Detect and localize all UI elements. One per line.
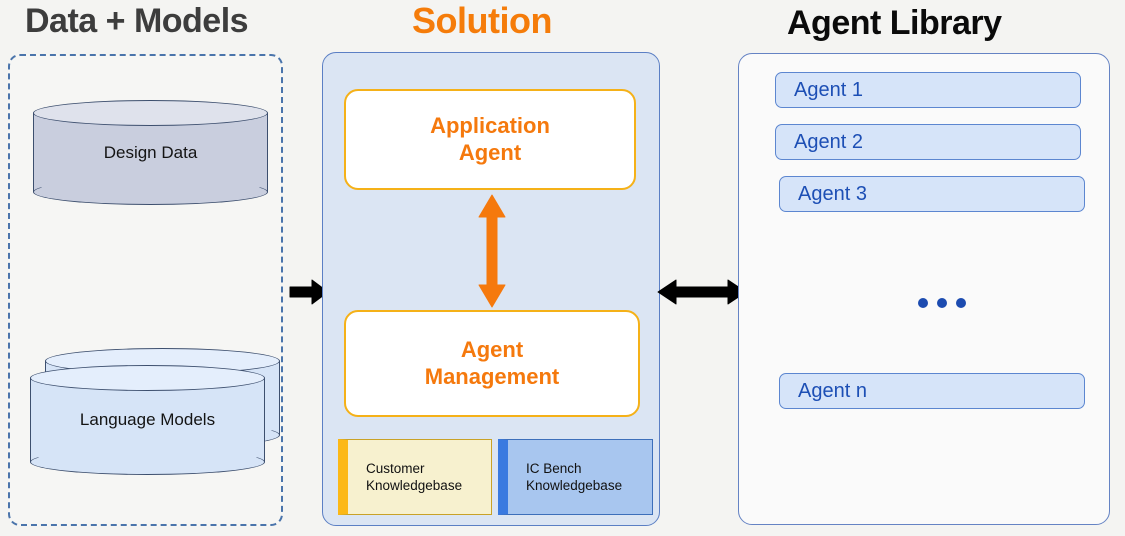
page-title-agent-library: Agent Library [787, 4, 1002, 42]
agent-2-label: Agent 2 [794, 130, 863, 153]
cylinder-bottom-ellipse [30, 449, 265, 475]
box-application-agent[interactable]: Application Agent [344, 89, 636, 190]
box-application-agent-line1: Application [430, 112, 550, 138]
box-ic-bench-knowledgebase[interactable]: IC Bench Knowledgebase [498, 439, 653, 515]
page-title-data-models: Data + Models [25, 2, 249, 40]
cylinder-bottom-ellipse [33, 179, 268, 205]
list-item-agent-2[interactable]: Agent 2 [775, 124, 1081, 160]
ic-bench-kb-line1: IC Bench [526, 460, 582, 476]
ic-bench-knowledgebase-label: IC Bench Knowledgebase [526, 460, 622, 495]
customer-kb-line2: Knowledgebase [366, 478, 463, 493]
agent-1-label: Agent 1 [794, 78, 863, 101]
agent-3-label: Agent 3 [798, 182, 867, 205]
box-agent-management-line2: Management [424, 363, 560, 389]
list-item-agent-1[interactable]: Agent 1 [775, 72, 1081, 108]
box-agent-management-line1: Agent [460, 336, 524, 362]
double-arrow-horizontal-icon-solution-to-library [657, 279, 747, 305]
list-item-agent-n[interactable]: Agent n [779, 373, 1085, 409]
cylinder-label-design-data: Design Data [103, 142, 198, 162]
ellipsis-dot-3 [956, 298, 966, 308]
customer-knowledgebase-label: Customer Knowledgebase [366, 460, 462, 495]
list-item-agent-3[interactable]: Agent 3 [779, 176, 1085, 212]
arrow-right-icon-data-to-solution [289, 279, 329, 305]
page-title-solution: Solution [412, 0, 552, 41]
cylinder-top-ellipse [33, 100, 268, 126]
box-customer-knowledgebase[interactable]: Customer Knowledgebase [338, 439, 492, 515]
ic-bench-kb-line2: Knowledgebase [526, 478, 623, 493]
box-agent-management-label: Agent Management [425, 337, 559, 391]
ellipsis-dot-2 [937, 298, 947, 308]
customer-kb-line1: Customer [366, 460, 425, 476]
ellipsis-icon [918, 298, 966, 308]
ellipsis-dot-1 [918, 298, 928, 308]
agent-n-label: Agent n [798, 379, 867, 402]
database-cylinder-language-models: Language Models [30, 365, 265, 475]
cylinder-label-language-models: Language Models [79, 410, 216, 429]
cylinder-top-ellipse [30, 365, 265, 391]
box-application-agent-line2: Agent [458, 139, 522, 165]
cylinder-body [30, 378, 265, 462]
box-application-agent-label: Application Agent [430, 113, 550, 167]
database-cylinder-design-data: Design Data [33, 100, 268, 205]
double-arrow-vertical-icon [478, 194, 506, 308]
box-agent-management[interactable]: Agent Management [344, 310, 640, 417]
